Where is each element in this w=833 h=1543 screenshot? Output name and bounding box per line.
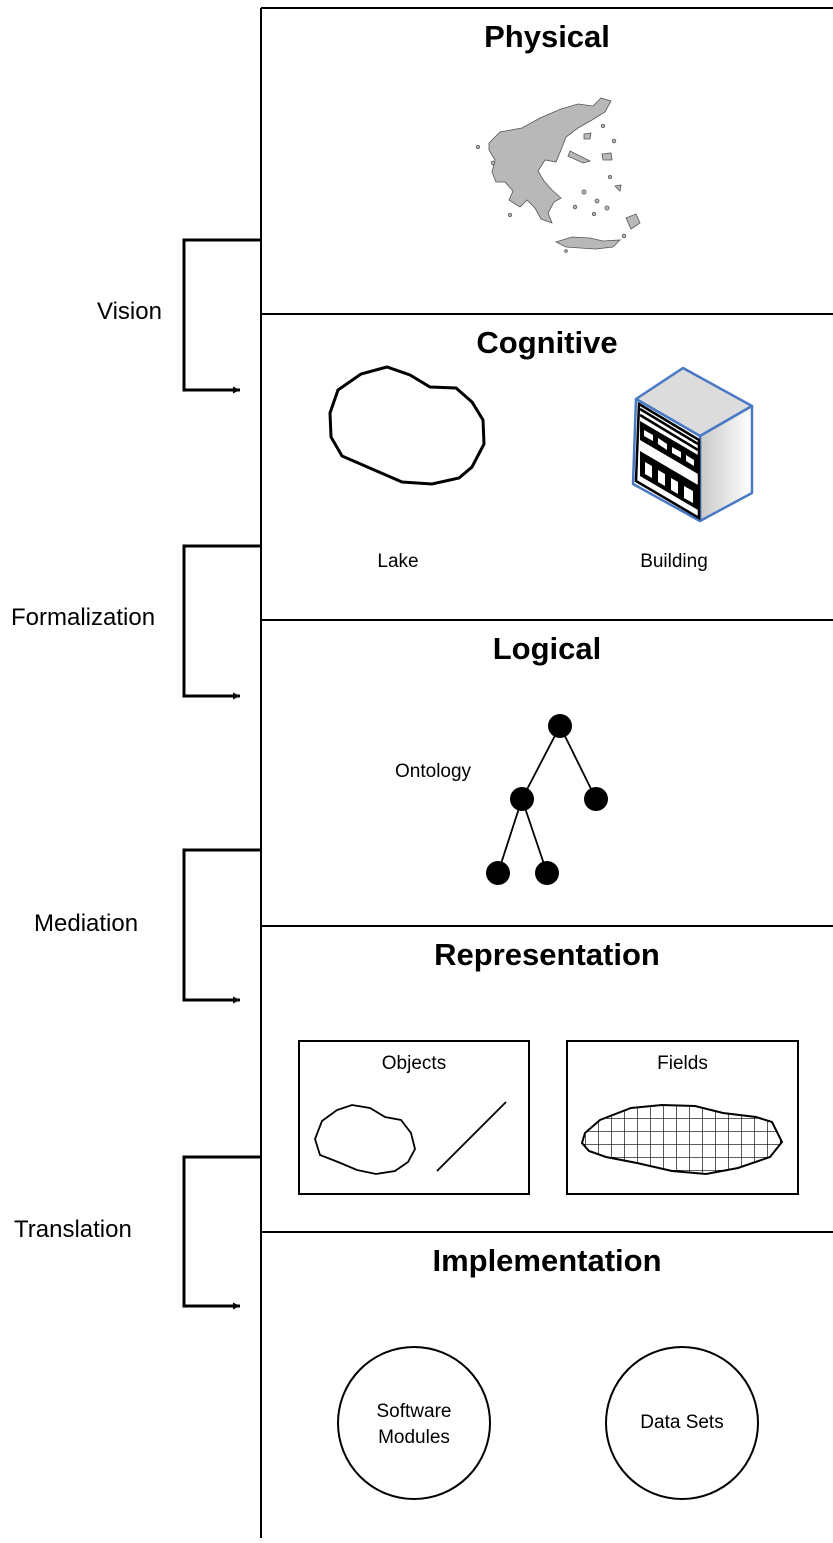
layer-title-logical: Logical bbox=[492, 631, 602, 666]
island bbox=[608, 174, 613, 179]
island bbox=[594, 198, 600, 204]
data-sets-label: Data Sets bbox=[640, 1412, 724, 1433]
ontology-label: Ontology bbox=[395, 761, 472, 782]
tree-node bbox=[486, 861, 510, 885]
object-polygon bbox=[314, 1104, 416, 1175]
island bbox=[604, 205, 610, 211]
transition-arrows bbox=[182, 238, 261, 1310]
lake-label: Lake bbox=[377, 551, 419, 572]
layer-title-physical: Physical bbox=[484, 19, 610, 54]
island bbox=[614, 184, 622, 192]
island bbox=[621, 233, 627, 239]
island bbox=[572, 204, 578, 210]
island bbox=[611, 138, 617, 144]
island bbox=[581, 189, 587, 195]
transition-label-vision: Vision bbox=[97, 298, 162, 325]
data-sets-circle bbox=[605, 1346, 759, 1500]
island bbox=[583, 132, 592, 140]
greece-map bbox=[475, 97, 641, 253]
island bbox=[507, 212, 512, 217]
objects-panel bbox=[298, 1040, 530, 1195]
fields-label: Fields bbox=[657, 1053, 708, 1074]
island bbox=[490, 160, 496, 166]
island bbox=[601, 152, 613, 161]
field-raster bbox=[580, 1103, 784, 1176]
layer-frame bbox=[260, 7, 833, 1538]
tree-node bbox=[548, 714, 572, 738]
layer-title-representation: Representation bbox=[434, 937, 660, 972]
fields-panel bbox=[566, 1040, 799, 1195]
island bbox=[564, 249, 568, 253]
translation-arrow bbox=[182, 1155, 261, 1310]
object-line bbox=[436, 1101, 507, 1172]
transition-label-mediation: Mediation bbox=[34, 910, 139, 937]
layer-title-implementation: Implementation bbox=[432, 1243, 662, 1278]
software-modules-label: Software Modules bbox=[376, 1401, 452, 1448]
layer-title-cognitive: Cognitive bbox=[476, 325, 618, 360]
building-label: Building bbox=[640, 551, 708, 572]
formalization-arrow bbox=[182, 544, 261, 700]
lake-shape bbox=[328, 365, 486, 486]
mainland-region bbox=[488, 97, 612, 224]
transition-label-formalization: Formalization bbox=[11, 604, 156, 631]
island bbox=[625, 213, 641, 230]
island bbox=[475, 144, 480, 149]
tree-node bbox=[535, 861, 559, 885]
software-modules-circle bbox=[337, 1346, 491, 1500]
tree-node bbox=[510, 787, 534, 811]
ontology-tree bbox=[486, 714, 608, 885]
crete-island bbox=[554, 236, 622, 250]
transition-label-translation: Translation bbox=[14, 1216, 132, 1243]
tree-node bbox=[584, 787, 608, 811]
island bbox=[601, 124, 606, 129]
mediation-arrow bbox=[182, 848, 261, 1004]
island bbox=[592, 211, 597, 216]
objects-label: Objects bbox=[381, 1053, 447, 1074]
euboea-island bbox=[567, 150, 592, 164]
vision-arrow bbox=[182, 238, 261, 394]
building-icon bbox=[631, 366, 754, 523]
